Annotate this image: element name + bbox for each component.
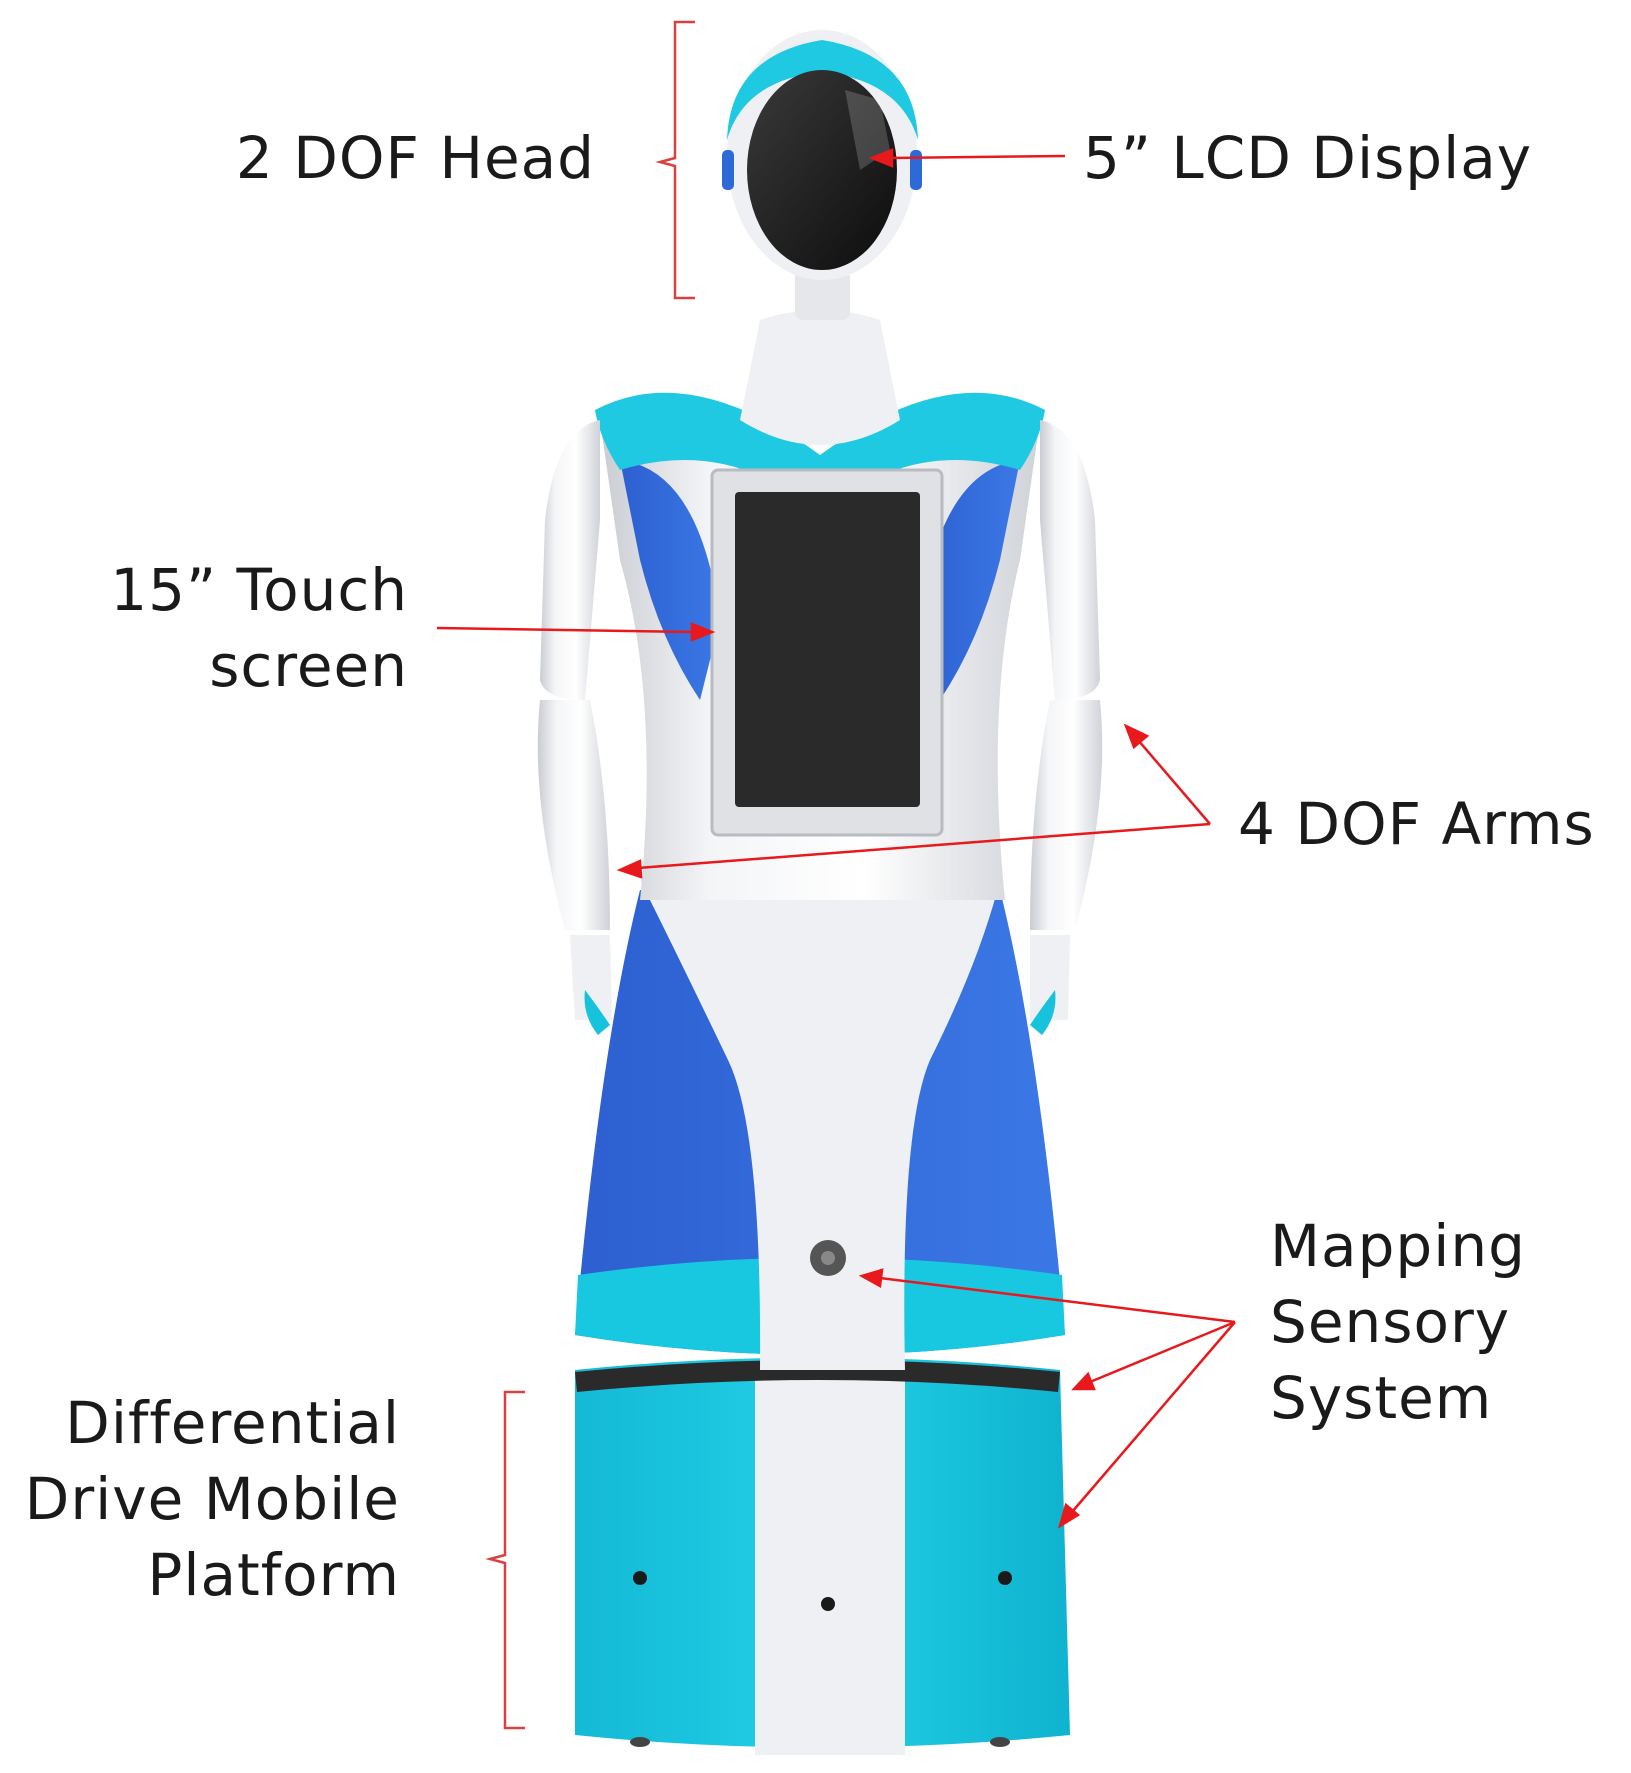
lcd-face [747,70,897,270]
head [722,30,922,320]
annotation-arrows [436,148,1236,1529]
label-differential-drive-platform: Differential Drive Mobile Platform [0,1385,400,1613]
label-mapping-line2: Sensory [1270,1288,1511,1356]
label-touch-line1: 15” Touch [110,556,408,624]
label-lcd-display: 5” LCD Display [1083,124,1533,192]
head-bracket [655,20,695,300]
label-mapping-sensory-system: Mapping Sensory System [1270,1208,1610,1436]
label-platform-line2: Drive Mobile [24,1465,400,1533]
sensor-port-left [633,1571,647,1585]
label-platform-line3: Platform [147,1541,400,1609]
right-arm [1030,420,1103,1035]
arrow-sensor-base [1071,1321,1236,1513]
label-touch-screen: 15” Touch screen [40,552,408,704]
label-mapping-line3: System [1270,1364,1493,1432]
label-mapping-line1: Mapping [1270,1212,1526,1280]
sensor-port-center [821,1597,835,1611]
arrow-sensor-ring [1089,1320,1236,1384]
platform-bracket [485,1390,525,1730]
mobile-platform [575,1357,1070,1755]
label-2dof-head: 2 DOF Head [235,124,595,192]
left-arm [537,420,612,1035]
label-4dof-arms: 4 DOF Arms [1238,790,1595,858]
arrow-arm-left [637,822,1211,870]
arrow-sensor-center [879,1276,1236,1324]
arrow-touch [436,626,696,634]
label-platform-line1: Differential [65,1389,400,1457]
lower-body [575,880,1065,1370]
arrow-lcd [887,154,1066,160]
touch-screen [710,468,944,837]
arrow-arm-right [1137,739,1211,825]
sensor-port-right [998,1571,1012,1585]
label-touch-line2: screen [209,632,408,700]
annotation-brackets [485,20,695,1730]
